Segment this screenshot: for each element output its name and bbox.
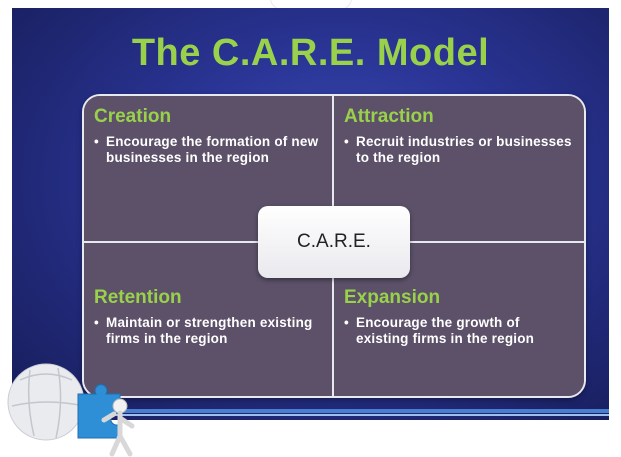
quadrant-bullet-item: • Encourage the growth of existing firms … [344,315,572,347]
quadrant-list: • Recruit industries or businesses to the… [344,134,572,166]
quadrant-creation: Creation • Encourage the formation of new… [84,96,334,243]
bullet-icon: • [344,134,349,149]
slide-title: The C.A.R.E. Model [131,32,490,74]
quadrant-heading: Creation [94,106,172,127]
quadrant-bullet-item: • Recruit industries or businesses to the… [344,134,572,166]
quadrant-bullet-item: • Maintain or strengthen existing firms i… [94,315,320,347]
quadrant-list: • Encourage the formation of new business… [94,134,320,166]
quadrant-list: • Encourage the growth of existing firms … [344,315,572,347]
puzzle-figure-icon [7,363,135,457]
quadrant-heading: Expansion [344,287,441,308]
quadrant-heading: Retention [94,287,182,308]
quadrant-bullet-item: • Encourage the formation of new business… [94,134,320,166]
accent-line-secondary [12,414,609,416]
bullet-text: Maintain or strengthen existing firms in… [106,315,313,346]
quadrant-list: • Maintain or strengthen existing firms i… [94,315,320,347]
center-care-box: C.A.R.E. [258,206,410,278]
bullet-icon: • [94,315,99,330]
bullet-icon: • [94,134,99,149]
bullet-icon: • [344,315,349,330]
accent-line [12,409,609,413]
quadrant-heading: Attraction [344,106,434,127]
bullet-text: Recruit industries or businesses to the … [356,134,572,165]
bullet-text: Encourage the formation of new businesse… [106,134,319,165]
bullet-text: Encourage the growth of existing firms i… [356,315,535,346]
slide: The C.A.R.E. Model Creation • Encourage t… [12,8,609,420]
